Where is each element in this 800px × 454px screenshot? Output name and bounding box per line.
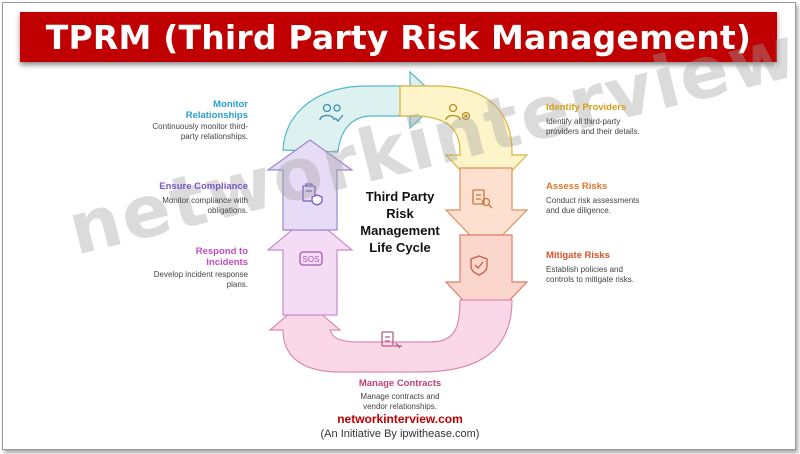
title-line: Respond to — [195, 246, 248, 257]
step-compliance-title: Ensure Compliance — [159, 181, 248, 192]
desc-line: Conduct risk assessments — [546, 196, 640, 205]
title-line: Incidents — [206, 257, 248, 268]
desc-line: Identify all third-party — [546, 117, 621, 126]
sos-text: SOS — [303, 255, 320, 264]
title-line: Relationships — [185, 110, 248, 121]
desc-line: providers and their details. — [546, 127, 640, 136]
center-label-line: Third Party — [365, 189, 435, 204]
step-monitor-desc: Continuously monitor third- party relati… — [130, 122, 248, 142]
page-title: TPRM (Third Party Risk Management) — [45, 17, 752, 57]
center-label-line: Risk — [386, 206, 414, 221]
footer-site-link[interactable]: networkinterview.com — [337, 412, 463, 426]
step-compliance-desc: Monitor compliance with obligations. — [130, 196, 248, 216]
desc-line: Continuously monitor third- — [152, 122, 248, 131]
desc-line: and due diligence. — [546, 206, 611, 215]
contract-icon — [381, 331, 402, 349]
arrow-assess — [444, 167, 529, 253]
arrow-compliance — [266, 139, 354, 231]
title-banner: TPRM (Third Party Risk Management) — [20, 12, 777, 62]
step-identify-desc: Identify all third-party providers and t… — [546, 117, 640, 137]
desc-line: party relationships. — [180, 132, 248, 141]
step-incidents-title: Respond to Incidents — [130, 246, 248, 268]
clipboard-shield-icon — [302, 183, 323, 206]
desc-line: controls to mitigate risks. — [546, 275, 635, 284]
step-contracts-title: Manage Contracts — [358, 378, 442, 389]
step-monitor-title: Monitor Relationships — [130, 99, 248, 121]
step-assess-title: Assess Risks — [546, 181, 608, 192]
center-label-line: Management — [360, 223, 440, 238]
desc-line: Monitor compliance with — [162, 196, 248, 205]
people-gear-icon — [445, 103, 471, 121]
desc-line: vendor relationships. — [363, 402, 437, 411]
desc-line: Establish policies and — [546, 265, 623, 274]
step-contracts-desc: Manage contracts and vendor relationship… — [320, 392, 480, 412]
desc-line: plans. — [226, 280, 248, 289]
document-search-icon — [472, 189, 493, 209]
center-label-line: Life Cycle — [369, 240, 431, 255]
step-identify-title: Identify Providers — [546, 102, 627, 113]
arrow-contracts — [268, 299, 513, 373]
sos-icon — [299, 251, 323, 266]
desc-line: obligations. — [207, 206, 248, 215]
people-check-icon — [319, 103, 344, 122]
step-mitigate-desc: Establish policies and controls to mitig… — [546, 265, 634, 285]
desc-line: Develop incident response — [153, 270, 248, 279]
desc-line: Manage contracts and — [360, 392, 440, 401]
shield-check-icon — [470, 255, 488, 276]
title-line: Monitor — [213, 99, 248, 110]
step-mitigate-title: Mitigate Risks — [546, 250, 610, 261]
step-assess-desc: Conduct risk assessments and due diligen… — [546, 196, 639, 216]
step-incidents-desc: Develop incident response plans. — [130, 270, 248, 290]
footer-subtitle: (An Initiative By ipwithease.com) — [320, 428, 480, 440]
figure-frame — [2, 2, 796, 450]
center-label: Third Party Risk Management Life Cycle — [352, 188, 448, 256]
